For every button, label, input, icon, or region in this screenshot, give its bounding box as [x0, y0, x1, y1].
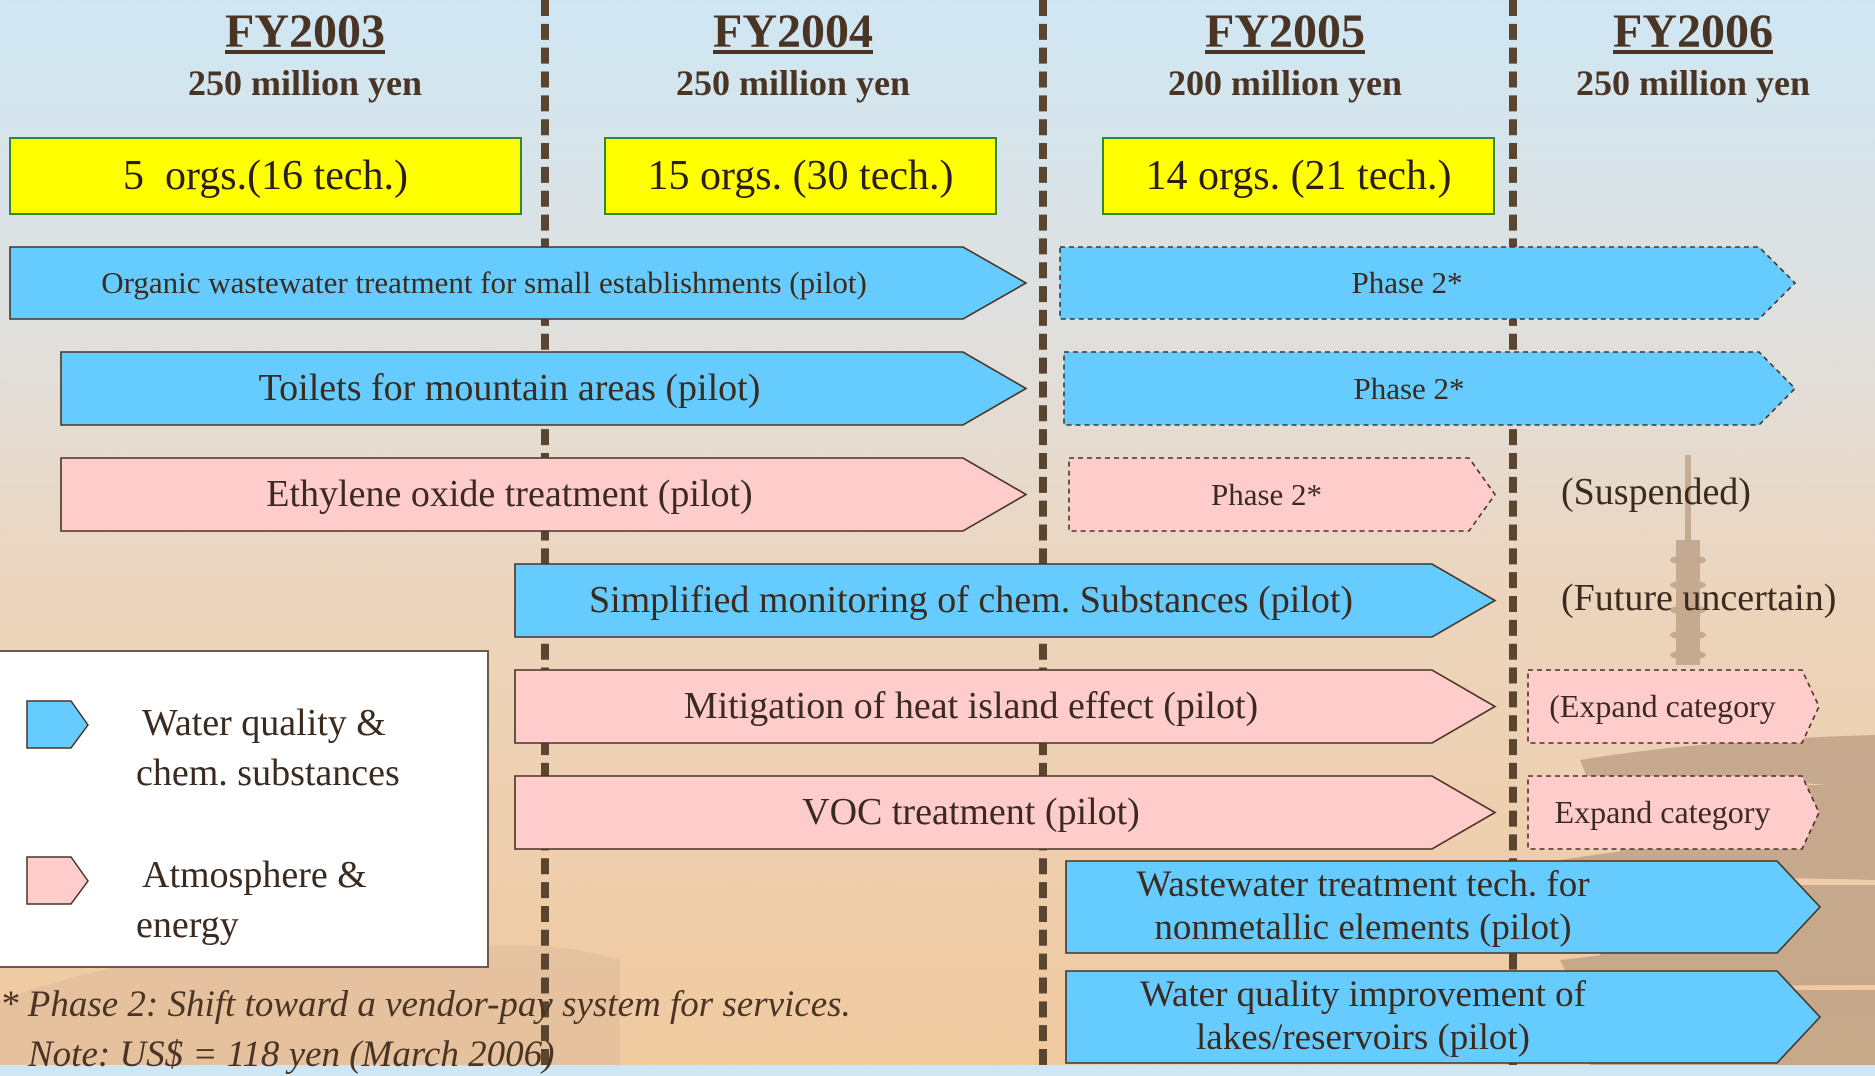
org-count-box-fy2003: 5 orgs.(16 tech.) [9, 137, 522, 215]
arrow-label: Organic wastewater treatment for small e… [101, 265, 867, 301]
arrow-shape [1063, 351, 1797, 426]
org-count-box-fy2004: 15 orgs. (30 tech.) [604, 137, 997, 215]
footnote-phase2: * Phase 2: Shift toward a vendor-pay sys… [0, 984, 851, 1025]
arrow-shape [514, 669, 1497, 744]
status-note-suspended: (Suspended) [1561, 471, 1751, 513]
legend: Water quality & chem. substances Atmosph… [0, 650, 489, 968]
footnote-exchange-rate: Note: US$ = 118 yen (March 2006) [28, 1034, 555, 1075]
arrow-label: Phase 2* [1351, 265, 1463, 301]
fiscal-year-label: FY2005 [1205, 5, 1365, 58]
arrow-shape [514, 563, 1497, 638]
arrow-heat-island: Mitigation of heat island effect (pilot) [514, 669, 1497, 744]
arrow-ethylene-oxide-phase2: Phase 2* [1068, 457, 1496, 532]
arrow-label: VOC treatment (pilot) [802, 790, 1140, 833]
arrow-shape [60, 457, 1028, 532]
budget-label: 250 million yen [187, 63, 423, 103]
arrow-shape [1068, 457, 1496, 532]
fiscal-year-label: FY2003 [225, 5, 385, 58]
arrow-label: Ethylene oxide treatment (pilot) [266, 472, 753, 515]
arrow-organic-wastewater: Organic wastewater treatment for small e… [9, 246, 1028, 320]
year-divider [541, 0, 549, 1065]
arrow-shape [60, 351, 1028, 426]
arrow-organic-wastewater-phase2: Phase 2* [1059, 246, 1797, 320]
status-note-future-uncertain: (Future uncertain) [1561, 577, 1837, 619]
arrow-mountain-toilets-phase2: Phase 2* [1063, 351, 1797, 426]
budget-label: 200 million yen [1167, 63, 1403, 103]
arrow-label: Expand category [1554, 794, 1771, 831]
arrow-ethylene-oxide: Ethylene oxide treatment (pilot) [60, 457, 1028, 532]
arrow-label: Simplified monitoring of chem. Substance… [588, 578, 1354, 621]
arrow-label: Phase 2* [1353, 370, 1465, 406]
arrow-heat-island-expand: (Expand category [1527, 669, 1820, 744]
year-divider [1039, 0, 1047, 1065]
legend-swatch-atmosphere [26, 856, 89, 905]
year-header-fy2005: FY2005 200 million yen [1095, 4, 1475, 106]
arrow-lake-water-quality: Water quality improvement of lakes/reser… [1065, 970, 1822, 1064]
arrow-shape [1059, 246, 1797, 320]
budget-label: 250 million yen [1575, 63, 1811, 103]
arrow-shape [1527, 775, 1820, 850]
arrow-chem-monitoring: Simplified monitoring of chem. Substance… [514, 563, 1497, 638]
org-count-box-fy2005: 14 orgs. (21 tech.) [1102, 137, 1495, 215]
legend-label-water: Water quality & chem. substances [136, 702, 400, 794]
legend-label-atmosphere: Atmosphere & energy [136, 854, 367, 946]
fiscal-year-label: FY2006 [1613, 5, 1773, 58]
arrow-shape [514, 775, 1497, 850]
year-divider [1509, 0, 1517, 1065]
arrow-label: Phase 2* [1210, 476, 1323, 512]
year-header-fy2003: FY2003 250 million yen [115, 4, 495, 106]
arrow-shape [1065, 860, 1822, 954]
arrow-label: Wastewater treatment tech. for nonmetall… [1136, 864, 1590, 948]
arrow-shape [9, 246, 1028, 320]
arrow-shape [1065, 970, 1822, 1064]
fiscal-year-label: FY2004 [713, 5, 873, 58]
arrow-mountain-toilets: Toilets for mountain areas (pilot) [60, 351, 1028, 426]
arrow-voc-expand: Expand category [1527, 775, 1820, 850]
arrow-shape [1527, 669, 1820, 744]
arrow-label: Water quality improvement of lakes/reser… [1139, 974, 1587, 1058]
budget-label: 250 million yen [675, 63, 911, 103]
year-header-fy2004: FY2004 250 million yen [603, 4, 983, 106]
year-header-fy2006: FY2006 250 million yen [1528, 4, 1858, 106]
arrow-label: Mitigation of heat island effect (pilot) [683, 684, 1259, 727]
legend-swatch-water [26, 700, 89, 749]
arrow-voc-treatment: VOC treatment (pilot) [514, 775, 1497, 850]
arrow-label: (Expand category [1549, 688, 1776, 725]
arrow-nonmetallic-wastewater: Wastewater treatment tech. for nonmetall… [1065, 860, 1822, 954]
arrow-label: Toilets for mountain areas (pilot) [258, 366, 761, 409]
